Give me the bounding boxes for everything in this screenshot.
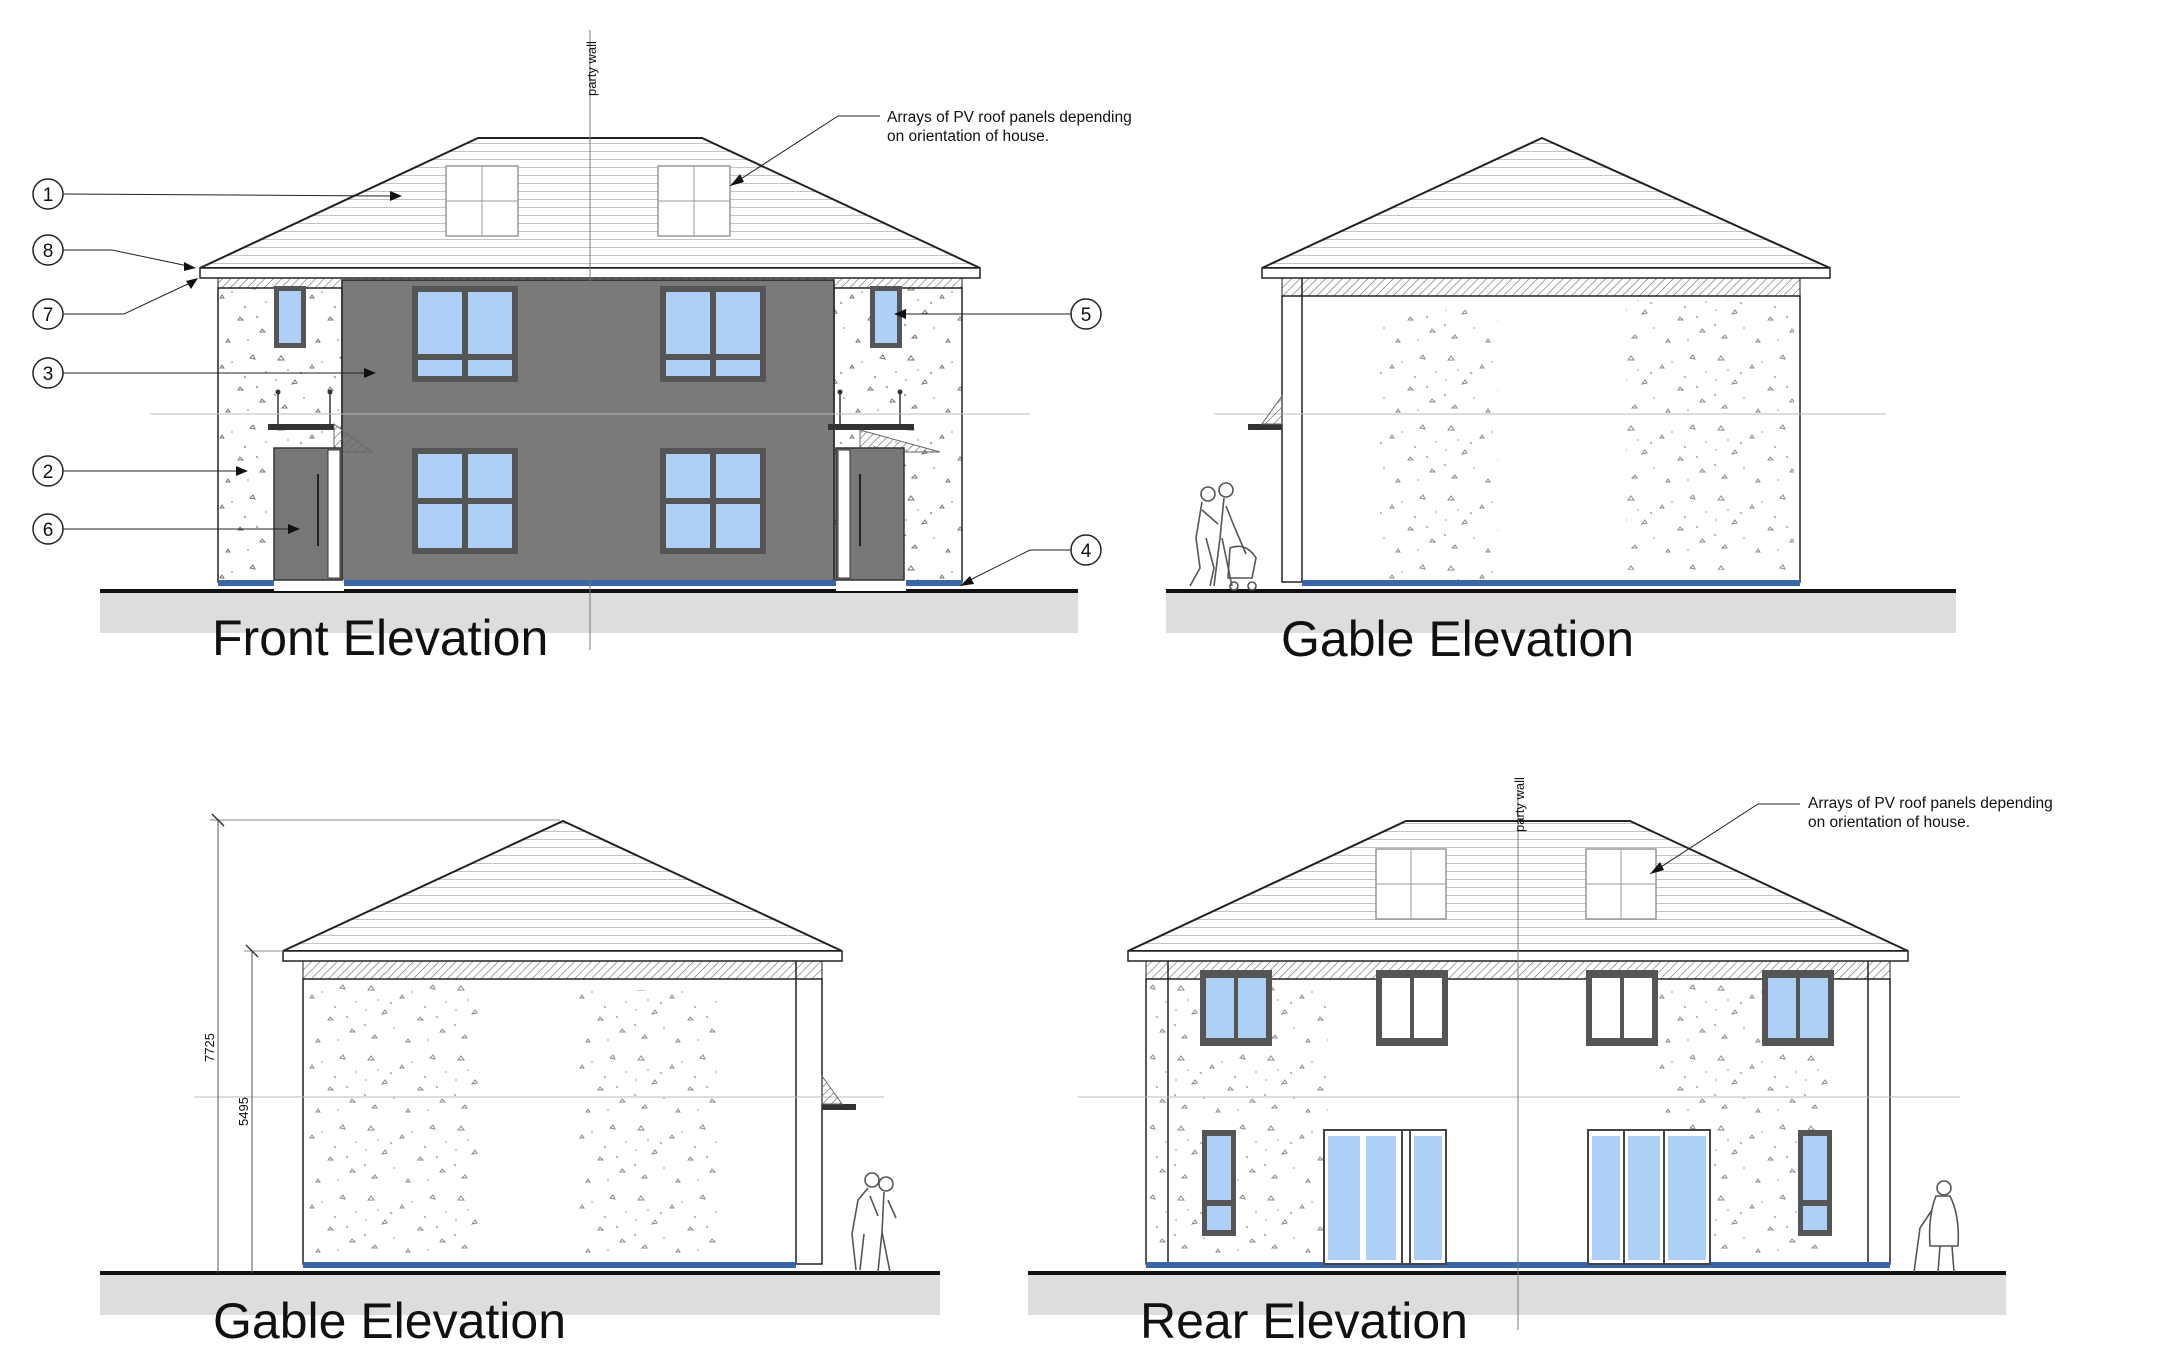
pv-panel [1375, 848, 1447, 920]
gable-elevation-top: Gable Elevation [1166, 136, 1956, 667]
door-canopy [828, 389, 941, 453]
pv-note-line1: Arrays of PV roof panels depending [887, 109, 1132, 126]
gable-elevation-bottom: 7725 5495 Gable Elevation [100, 813, 940, 1349]
patio-doors [1587, 1129, 1711, 1265]
door-step [274, 580, 344, 591]
door-step [836, 580, 906, 591]
dimension-eaves-height: 5495 [236, 1097, 251, 1126]
ground-band [100, 1273, 940, 1315]
front-elevation: party wall Arrays of PV roof panels depe… [32, 30, 1132, 666]
window-small [274, 286, 306, 348]
callout-4: 4 [960, 534, 1102, 586]
svg-text:7: 7 [43, 305, 54, 326]
window [412, 286, 518, 382]
render-texture [578, 990, 724, 1256]
side-canopy [821, 1074, 856, 1110]
window [412, 448, 518, 554]
gable-elevation-title: Gable Elevation [1281, 611, 1634, 667]
door-canopy [268, 389, 374, 453]
people-figure-pushing-stroller [1189, 482, 1257, 591]
ground-band [100, 591, 1078, 633]
pv-panel [1585, 848, 1657, 920]
front-elevation-title: Front Elevation [212, 610, 548, 666]
svg-text:8: 8 [43, 241, 54, 262]
callout-2: 2 [32, 455, 248, 487]
pv-panel [445, 165, 519, 237]
front-door [273, 447, 343, 581]
pv-leader [729, 115, 880, 187]
svg-text:4: 4 [1081, 541, 1092, 562]
pv-note-line1: Arrays of PV roof panels depending [1808, 795, 2053, 812]
window [1762, 970, 1834, 1046]
ground-band [1028, 1273, 2006, 1315]
plinth [303, 1262, 796, 1268]
pv-note-line2: on orientation of house. [1808, 814, 1970, 831]
window [1200, 970, 1272, 1046]
svg-text:5: 5 [1081, 305, 1092, 326]
render-texture [1626, 300, 1794, 570]
svg-text:6: 6 [43, 520, 54, 541]
render-texture [308, 984, 480, 1260]
plinth [1302, 580, 1800, 586]
ground-band [1166, 591, 1956, 633]
dimension-overall-height: 7725 [202, 1033, 217, 1062]
window-tall [1798, 1130, 1832, 1236]
window-tall [1202, 1130, 1236, 1236]
render-texture [1380, 310, 1498, 580]
rear-elevation: party wall [1028, 777, 2053, 1349]
pv-leader [1649, 803, 1800, 875]
roof [1261, 136, 1831, 269]
callout-5: 5 [894, 298, 1102, 330]
pv-note-line2: on orientation of house. [887, 128, 1049, 145]
svg-text:1: 1 [43, 185, 54, 206]
party-wall-label: party wall [584, 41, 599, 96]
window [660, 448, 766, 554]
roof [282, 819, 843, 952]
front-door [835, 447, 905, 581]
callout-6: 6 [32, 513, 300, 545]
window [1376, 970, 1448, 1046]
svg-text:2: 2 [43, 462, 54, 483]
eaves-hatch [302, 960, 823, 980]
callout-7: 7 [32, 278, 198, 330]
side-canopy [1248, 394, 1283, 430]
window [1586, 970, 1658, 1046]
dimension-tick [211, 813, 225, 827]
party-wall-label: party wall [1512, 777, 1527, 832]
leader-arrow [1650, 862, 1664, 874]
dimension-tick [245, 944, 259, 958]
callout-3: 3 [32, 357, 376, 389]
pv-panel [657, 165, 731, 237]
fascia [282, 950, 843, 962]
callout-8: 8 [32, 234, 196, 271]
eaves-hatch [1281, 277, 1801, 297]
leader-arrow [730, 174, 744, 186]
rear-elevation-title: Rear Elevation [1140, 1293, 1468, 1349]
gable-elevation-title: Gable Elevation [213, 1293, 566, 1349]
people-figure-couple [851, 1172, 897, 1273]
window-small [870, 286, 902, 348]
callout-1: 1 [32, 178, 402, 210]
patio-doors [1323, 1129, 1447, 1265]
fascia [1261, 267, 1831, 279]
people-figure-elderly [1913, 1180, 1960, 1273]
svg-text:3: 3 [43, 364, 54, 385]
window [660, 286, 766, 382]
